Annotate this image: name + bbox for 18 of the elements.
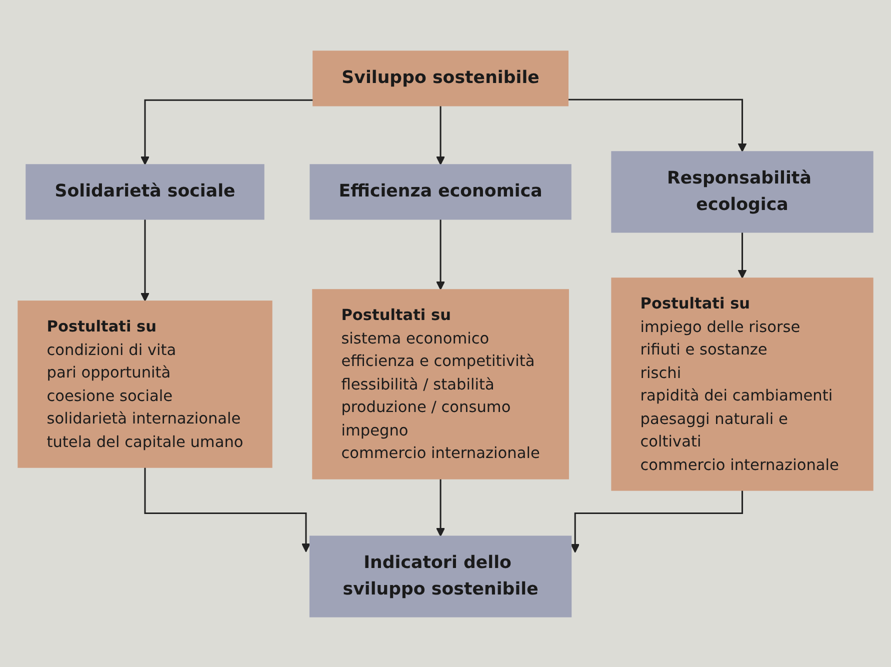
arrow bbox=[140, 218, 150, 301]
node-box bbox=[18, 300, 272, 468]
arrow bbox=[738, 230, 747, 278]
arrow bbox=[570, 489, 744, 552]
node-box bbox=[611, 277, 874, 490]
arrow bbox=[436, 218, 446, 290]
arrow bbox=[436, 478, 446, 536]
node-box bbox=[611, 150, 874, 232]
flowchart: Sviluppo sostenibile Solidarietà sociale Efficienza economica Responsabilità ecologica Postultati su condizioni di vita pari opportunità coesione sociale solidarietà internazionale tutela del capitale umano Postultati su sistema economico efficienza e competitività flessibilità / stabilità produzione / consumo impegno commercio internazionale Postultati su impiego delle risorse rifiuti e sostanze rischi rapidità dei cambiamenti paesaggi naturali e coltivati commercio internazionale Indicatori dello sviluppo sostenibile bbox=[10, 42, 881, 624]
arrow bbox=[568, 98, 747, 152]
arrow bbox=[140, 98, 314, 165]
node-box bbox=[312, 288, 569, 479]
arrow bbox=[144, 466, 310, 552]
node-box bbox=[309, 535, 572, 617]
arrow bbox=[436, 104, 446, 165]
node-box bbox=[310, 164, 572, 220]
node-box bbox=[26, 164, 264, 220]
node-box bbox=[312, 50, 568, 106]
